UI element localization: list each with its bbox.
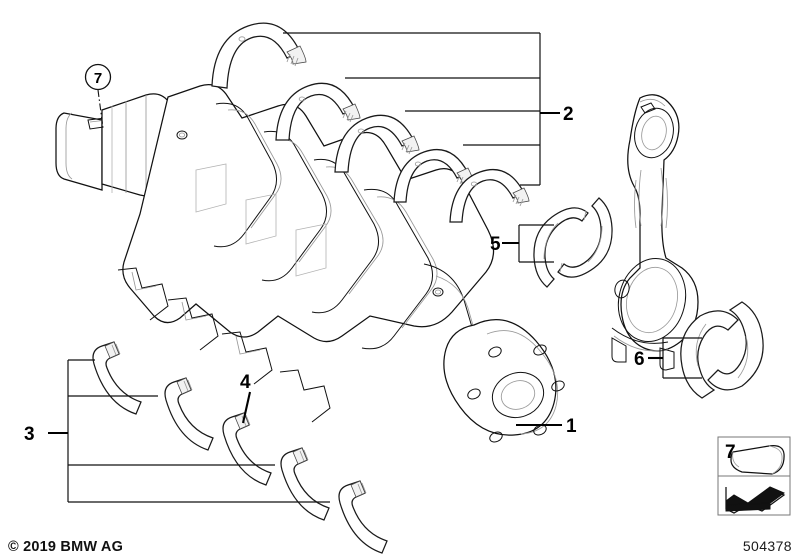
thrust-washer-pair xyxy=(533,197,613,288)
diagram-part-number: 504378 xyxy=(743,538,792,554)
callout-label-6: 6 xyxy=(634,349,645,370)
callout-6-leaders xyxy=(648,337,702,379)
callout-4-leader xyxy=(241,391,252,424)
callout-label-7: 7 xyxy=(94,70,102,87)
callout-label-5: 5 xyxy=(490,234,501,255)
crankshaft-assembly xyxy=(55,84,565,443)
crankshaft-body xyxy=(117,84,495,423)
callout-label-4: 4 xyxy=(240,372,251,393)
detail-box-label-7: 7 xyxy=(725,442,736,463)
callout-3-leaders xyxy=(48,359,330,503)
copyright-notice: © 2019 BMW AG xyxy=(8,539,123,555)
upper-main-bearing-shells xyxy=(211,22,530,223)
woodruff-key-section xyxy=(725,486,786,514)
callout-label-2: 2 xyxy=(563,104,574,125)
connecting-rod-bearing-shells xyxy=(680,301,764,399)
lower-bearing-shell-single xyxy=(222,412,272,486)
callout-7-circled: 7 xyxy=(84,63,112,129)
woodruff-key-isometric xyxy=(730,445,785,475)
callout-label-3: 3 xyxy=(24,424,35,445)
crankshaft-flange xyxy=(443,319,565,443)
callout-2-leaders xyxy=(283,32,560,186)
connecting-rod xyxy=(611,94,699,371)
callout-label-1: 1 xyxy=(566,416,577,437)
woodruff-key-detail-box: 7 xyxy=(717,436,791,516)
lower-main-bearing-shells xyxy=(92,341,388,554)
callout-5-leaders xyxy=(502,224,554,263)
